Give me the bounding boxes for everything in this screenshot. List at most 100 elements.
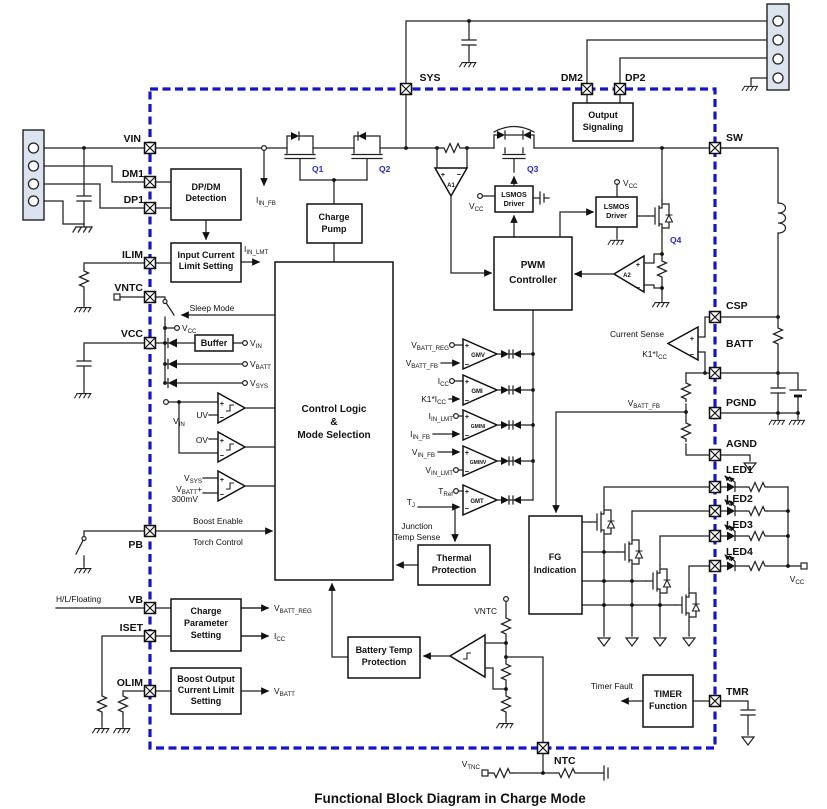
label-300mv: 300mV [171, 494, 198, 504]
pin-label-sys: SYS [419, 72, 440, 84]
pin-dm2 [580, 82, 594, 96]
pin-vntc [143, 290, 157, 304]
amp-label-gmi: GMI [471, 389, 483, 395]
ground-icon [72, 223, 93, 233]
pin-label-vb: VB [128, 594, 143, 606]
pin-label-led3: LED3 [726, 519, 753, 531]
plus-sign: + [465, 377, 470, 386]
fet-label-q3: Q3 [527, 164, 539, 174]
label-vbatt-fb-gmv: VBATT_FB [406, 358, 438, 370]
usb-connector-left [22, 129, 45, 221]
ground-icon [652, 299, 670, 308]
pin-dm1 [143, 175, 157, 189]
ground-icon [74, 304, 92, 313]
label-vin-lmt-gminv: VIN_LMT [425, 465, 453, 477]
block-text: Detection [185, 193, 226, 203]
sleep-switch [165, 302, 175, 316]
amp-label-a2: A2 [623, 273, 631, 279]
block-text: Protection [432, 565, 477, 575]
plus-sign: + [465, 412, 470, 421]
block-text: Pump [321, 224, 347, 234]
plus-sign: + [465, 487, 470, 496]
label-current-sense: Current Sense [610, 329, 664, 339]
label-timer-fault: Timer Fault [591, 681, 634, 691]
pin-ilim [143, 256, 157, 270]
inductor [777, 202, 787, 234]
pin-label-dm2: DM2 [561, 72, 583, 84]
block-text: Thermal [436, 553, 471, 563]
ground-icon [741, 736, 755, 746]
minus-sign: − [220, 413, 225, 422]
block-text: Controller [509, 275, 557, 286]
label-k1icc-cs: K1*ICC [642, 349, 667, 361]
minus-sign: − [220, 490, 225, 499]
label-iin-lmt: IIN_LMT [244, 244, 269, 256]
pin-label-sw: SW [726, 132, 743, 144]
minus-sign: − [457, 170, 462, 179]
block-text: PWM [521, 260, 545, 271]
label-vin-int: VIN [250, 338, 262, 350]
block-text: & [330, 417, 337, 428]
pin-olim [143, 684, 157, 698]
block-text: Indication [534, 565, 577, 575]
label-vsys-comp: VSYS [184, 473, 202, 485]
pin-iset [143, 629, 157, 643]
label-vbatt-plus: VBATT+ [176, 484, 202, 496]
block-pwm-controller [493, 236, 573, 311]
label-vsys-int: VSYS [250, 378, 268, 390]
pin-dp1 [143, 201, 157, 215]
label-uv: UV [196, 410, 208, 420]
label-k1icc-gmi: K1*ICC [421, 394, 446, 406]
label-temp-sense: Temp Sense [394, 532, 441, 542]
ground-icon [768, 417, 785, 425]
resistor [117, 692, 129, 716]
label-vbatt-fb-div: VBATT_FB [628, 398, 660, 410]
block-text: Function [649, 701, 687, 711]
ground-icon [788, 417, 805, 425]
resistor [680, 419, 692, 443]
label-hl-floating: H/L/Floating [56, 594, 101, 604]
amp-label-gmt: GMT [470, 499, 484, 505]
label-vbatt-reg-gmv: VBATT_REG [411, 340, 449, 352]
led-network [720, 476, 808, 572]
block-text: Protection [362, 657, 407, 667]
pin-label-pgnd: PGND [726, 397, 757, 409]
amp-a2 [573, 252, 664, 294]
block-lsmos-driver-1 [477, 175, 550, 213]
label-vntc-node: VNTC [474, 606, 497, 616]
fet-label-q1: Q1 [312, 164, 324, 174]
label-icc-out: ICC [274, 631, 286, 643]
plus-sign: + [465, 341, 470, 350]
amp-label-gmv: GMV [471, 353, 485, 359]
amp-current-sense [666, 316, 710, 375]
block-input-current-limit [170, 242, 242, 283]
pin-led3 [708, 529, 722, 543]
block-text: Signaling [583, 122, 624, 132]
label-tj: TJ [407, 497, 415, 509]
resistor [96, 692, 108, 716]
pin-label-led1: LED1 [726, 464, 753, 476]
block-thermal-protection [417, 544, 491, 586]
block-lsmos-driver-2 [595, 179, 649, 245]
label-iin-lmt-gmini: IIN_LMT [429, 411, 454, 423]
ground-icon [113, 725, 131, 734]
pin-label-agnd: AGND [726, 438, 757, 450]
resistor [680, 379, 692, 403]
pin-ntc [536, 741, 550, 755]
pin-label-olim: OLIM [117, 677, 143, 689]
plus-sign: + [441, 170, 446, 179]
block-dpdm-detection [170, 168, 242, 221]
comparator-vsys [217, 469, 247, 503]
block-text: Output [588, 110, 618, 120]
blocks-layer [170, 102, 694, 728]
pin-label-dm1: DM1 [122, 168, 144, 180]
pin-sys [399, 82, 413, 96]
block-text: TIMER [654, 689, 682, 699]
block-output-signaling [572, 102, 634, 142]
gm-amp-bank [417, 309, 535, 543]
pin-label-batt: BATT [726, 338, 754, 350]
pin-label-vcc: VCC [121, 328, 144, 340]
diagram-title: Functional Block Diagram in Charge Mode [314, 791, 586, 806]
label-torch-control: Torch Control [193, 537, 243, 547]
minus-sign: − [690, 350, 695, 359]
